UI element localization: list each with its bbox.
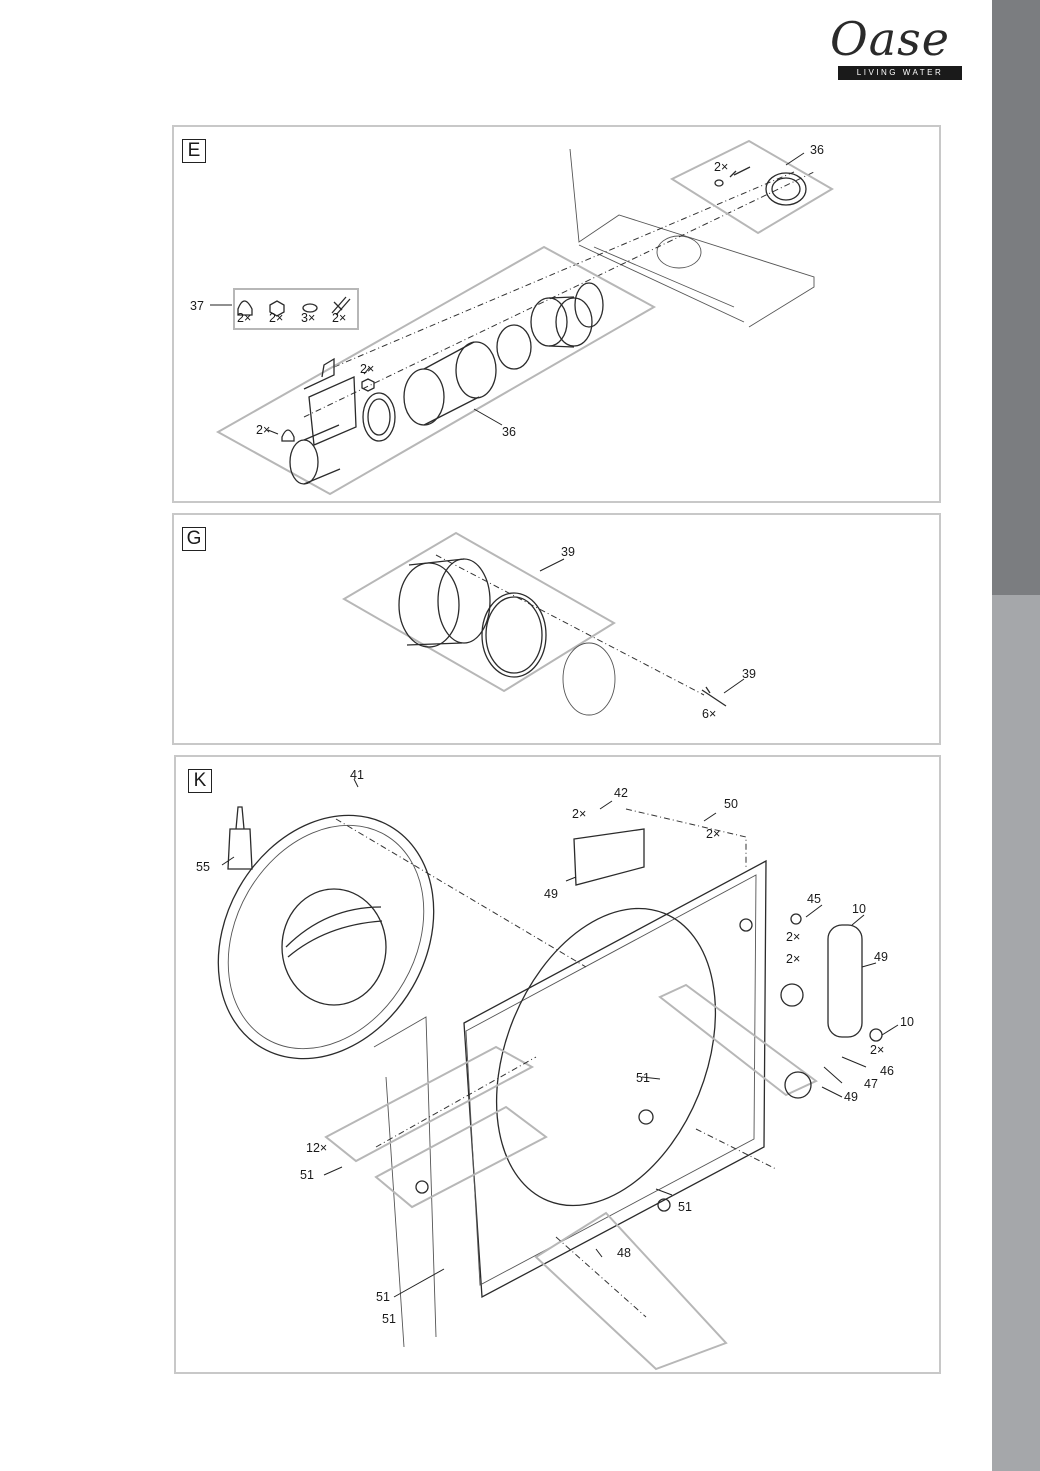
callout-51-bottom-2: 51	[382, 1312, 396, 1326]
seal-ring-part	[481, 592, 547, 678]
washer-part	[302, 303, 318, 313]
qty-washer: 3×	[301, 311, 316, 325]
callout-39-group: 39	[561, 545, 575, 559]
panel-letter-g: G	[182, 527, 206, 551]
dome-detail-circle	[281, 888, 387, 1006]
callout-51-center: 51	[636, 1071, 650, 1085]
brand-wordmark: Oase	[830, 12, 950, 66]
callout-49-bracket: 49	[544, 887, 558, 901]
panel-e: E 37 2× 2× 3× 2× 2× 2× 36 2× 36	[172, 125, 941, 503]
side-panel-part	[373, 1016, 437, 1348]
panel-k-drawing	[217, 778, 899, 1371]
panel-letter-k: K	[188, 769, 212, 793]
panel-g: G 39 39 6×	[172, 513, 941, 745]
callout-47: 47	[864, 1077, 878, 1091]
qty-bolt: 2×	[332, 311, 347, 325]
cover-dome-part	[217, 814, 435, 1060]
group-box-37	[233, 288, 359, 330]
qty-10-upper: 2×	[786, 952, 801, 966]
qty-10-lower: 2×	[870, 1043, 885, 1057]
panel-k: K 41 55 42 2× 50 2× 49 45 2× 10 2× 49 10…	[174, 755, 941, 1374]
callout-46: 46	[880, 1064, 894, 1078]
hose-clamp-part	[362, 392, 396, 442]
callout-55: 55	[196, 860, 210, 874]
bolt-part	[331, 296, 351, 316]
qty-screw-g: 6×	[702, 707, 717, 721]
callout-48: 48	[617, 1246, 631, 1260]
qty-screw-top: 2×	[714, 160, 729, 174]
sidebar-tab-dark	[992, 0, 1040, 595]
nut-part-k	[739, 918, 753, 932]
callout-51-left: 51	[300, 1168, 314, 1182]
callout-36-top: 36	[810, 143, 824, 157]
qty-nut-mid: 2×	[360, 362, 375, 376]
callout-42: 42	[614, 786, 628, 800]
o-ring-part	[574, 282, 604, 328]
callout-51-bottom: 51	[376, 1290, 390, 1304]
brand-logo: Oase LIVING WATER	[828, 14, 976, 84]
cap-nut-small-part	[281, 429, 295, 442]
qty-nut: 2×	[269, 311, 284, 325]
group-box-36-top	[669, 139, 834, 235]
assembly-axis-g	[435, 554, 705, 696]
plate-opening	[495, 907, 717, 1207]
callout-50: 50	[724, 797, 738, 811]
outlet-pipe-part	[289, 439, 319, 485]
pipe-sleeve-part	[403, 368, 445, 426]
sealant-tube-part	[227, 806, 253, 870]
callout-41: 41	[350, 768, 364, 782]
group-box-51-upper	[324, 1045, 535, 1163]
bracket-part	[573, 828, 645, 886]
cap-nut-part	[237, 300, 253, 316]
panel-letter-e: E	[182, 139, 206, 163]
clamp-ring-part	[765, 172, 807, 206]
tube-part	[827, 924, 863, 1038]
callout-45: 45	[807, 892, 821, 906]
assembly-axis	[303, 171, 815, 418]
qty-45: 2×	[786, 930, 801, 944]
qty-cap-nut-lower: 2×	[256, 423, 271, 437]
nut-small-part	[361, 378, 375, 392]
callout-36-main: 36	[502, 425, 516, 439]
panel-e-drawing	[210, 139, 834, 496]
group-box-49-right	[658, 983, 818, 1097]
group-box-48	[534, 1211, 728, 1371]
qty-50: 2×	[706, 827, 721, 841]
nut-part	[269, 300, 285, 317]
callout-37: 37	[190, 299, 204, 313]
group-box-39	[342, 531, 616, 693]
qty-42: 2×	[572, 807, 587, 821]
panel-g-drawing	[342, 531, 745, 716]
callout-49-tube: 49	[874, 950, 888, 964]
group-box-36-main	[215, 245, 657, 496]
screw-part	[729, 166, 751, 178]
housing-outline	[569, 148, 815, 328]
callout-10-lower: 10	[900, 1015, 914, 1029]
brand-tagline: LIVING WATER	[838, 66, 962, 80]
callout-49-lower: 49	[844, 1090, 858, 1104]
qty-cap-nut: 2×	[237, 311, 252, 325]
gasket-part	[562, 642, 616, 716]
callout-39-screw: 39	[742, 667, 756, 681]
group-box-51-lower	[374, 1105, 548, 1209]
qty-51: 12×	[306, 1141, 328, 1155]
flange-part	[398, 562, 460, 648]
callout-10-upper: 10	[852, 902, 866, 916]
callout-51-right: 51	[678, 1200, 692, 1214]
hose-clamp-part-2	[496, 324, 532, 370]
screw-part-g	[701, 686, 727, 707]
sidebar-tab-light	[992, 595, 1040, 1471]
valve-body-part	[308, 376, 357, 446]
